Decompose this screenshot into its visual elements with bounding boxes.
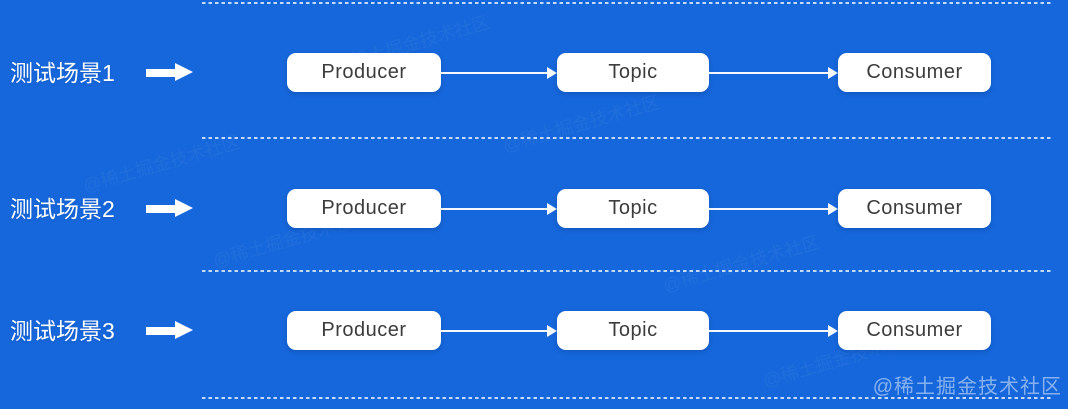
- node-producer-3: Producer: [287, 311, 441, 350]
- arrowhead-icon: [547, 66, 557, 79]
- node-consumer-3: Consumer: [838, 311, 991, 350]
- arrowhead-icon: [828, 202, 838, 215]
- right-arrow-icon: [146, 189, 194, 228]
- dashed-divider-bottom: [202, 397, 1053, 399]
- connector-line: [709, 207, 831, 210]
- arrowhead-icon: [547, 324, 557, 337]
- scenario-row-2: 测试场景2 Producer Topic Consumer: [0, 189, 1068, 228]
- watermark-credit: @稀土掘金技术社区: [872, 376, 1062, 398]
- node-topic-2: Topic: [557, 189, 709, 228]
- scenario-row-1: 测试场景1 Producer Topic Consumer: [0, 53, 1068, 92]
- right-arrow-body: [146, 68, 176, 77]
- right-arrow-head: [175, 321, 193, 339]
- background-watermark: @稀土掘金技术社区: [660, 228, 823, 298]
- right-arrow-icon: [146, 311, 194, 350]
- connector-line: [441, 329, 550, 332]
- arrowhead-icon: [547, 202, 557, 215]
- right-arrow-head: [175, 199, 193, 217]
- node-topic-3: Topic: [557, 311, 709, 350]
- arrowhead-icon: [828, 324, 838, 337]
- scenario-label-2: 测试场景2: [10, 195, 115, 222]
- right-arrow-head: [175, 63, 193, 81]
- background-watermark: @稀土掘金技术社区: [500, 88, 663, 158]
- right-arrow-icon: [146, 53, 194, 92]
- connector-line: [441, 207, 550, 210]
- arrowhead-icon: [828, 66, 838, 79]
- connector-topic-consumer-3: [709, 311, 838, 350]
- right-arrow-body: [146, 326, 176, 335]
- scenario-row-3: 测试场景3 Producer Topic Consumer: [0, 311, 1068, 350]
- connector-topic-consumer-2: [709, 189, 838, 228]
- connector-line: [709, 329, 831, 332]
- connector-producer-topic-2: [441, 189, 557, 228]
- node-producer-1: Producer: [287, 53, 441, 92]
- node-topic-1: Topic: [557, 53, 709, 92]
- connector-topic-consumer-1: [709, 53, 838, 92]
- node-consumer-2: Consumer: [838, 189, 991, 228]
- dashed-divider-top: [202, 2, 1053, 4]
- scenario-label-3: 测试场景3: [10, 317, 115, 344]
- node-consumer-1: Consumer: [838, 53, 991, 92]
- right-arrow-body: [146, 204, 176, 213]
- connector-line: [441, 71, 550, 74]
- dashed-divider-2: [202, 270, 1053, 272]
- connector-line: [709, 71, 831, 74]
- connector-producer-topic-3: [441, 311, 557, 350]
- dashed-divider-1: [202, 137, 1053, 139]
- scenario-label-1: 测试场景1: [10, 59, 115, 86]
- node-producer-2: Producer: [287, 189, 441, 228]
- connector-producer-topic-1: [441, 53, 557, 92]
